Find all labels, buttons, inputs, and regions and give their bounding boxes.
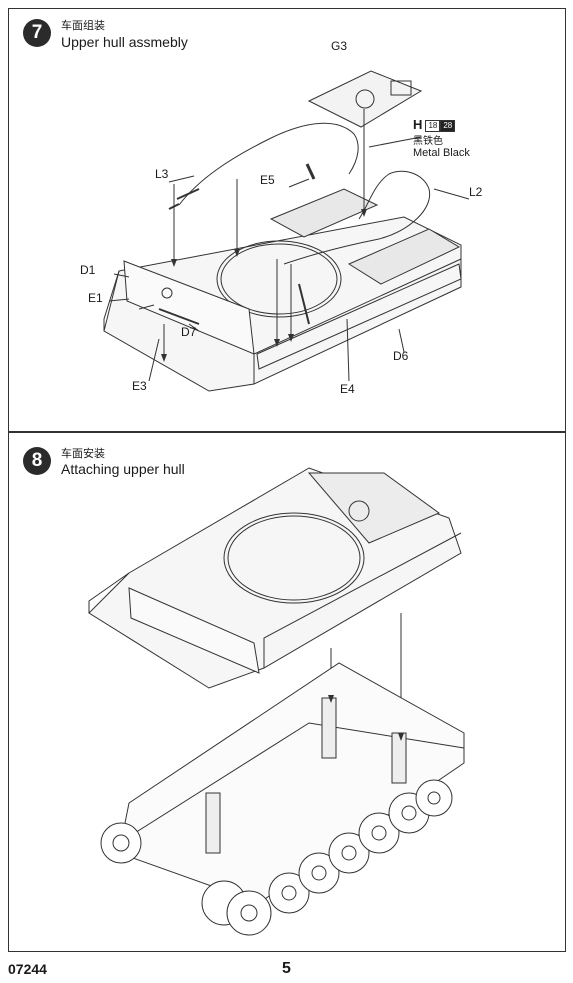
paint-code-1: 18 <box>425 120 441 133</box>
step-number-badge: 8 <box>23 447 51 475</box>
step-7-panel: 7 车面组装 Upper hull assmebly <box>8 8 566 432</box>
upper-hull-assembly-drawing <box>103 70 470 392</box>
part-label-g3: G3 <box>331 39 348 53</box>
part-label-l2: L2 <box>469 185 483 199</box>
step-title-chinese: 车面安装 <box>61 447 105 460</box>
paint-name-chinese: 黑铁色 <box>413 136 443 148</box>
step-8-panel: 8 车面安装 Attaching upper hull <box>8 432 566 952</box>
paint-code-2: 28 <box>440 120 456 133</box>
paint-name-english: Metal Black <box>413 147 470 160</box>
paint-letter: H <box>413 117 423 132</box>
step-title-english: Attaching upper hull <box>61 461 185 477</box>
product-code: 07244 <box>8 961 47 977</box>
part-label-e4: E4 <box>340 382 355 396</box>
part-label-e1: E1 <box>88 291 103 305</box>
step-title-chinese: 车面组装 <box>61 19 105 32</box>
part-label-e5: E5 <box>260 173 275 187</box>
upper-hull-attachment-drawing <box>88 467 465 936</box>
part-label-d7: D7 <box>181 325 197 339</box>
part-label-d1: D1 <box>80 263 96 277</box>
part-label-d6: D6 <box>393 349 409 363</box>
step-number-badge: 7 <box>23 19 51 47</box>
part-label-e3: E3 <box>132 379 147 393</box>
step-title-english: Upper hull assmebly <box>61 34 188 50</box>
part-label-l3: L3 <box>155 167 169 181</box>
page-number: 5 <box>282 960 291 977</box>
